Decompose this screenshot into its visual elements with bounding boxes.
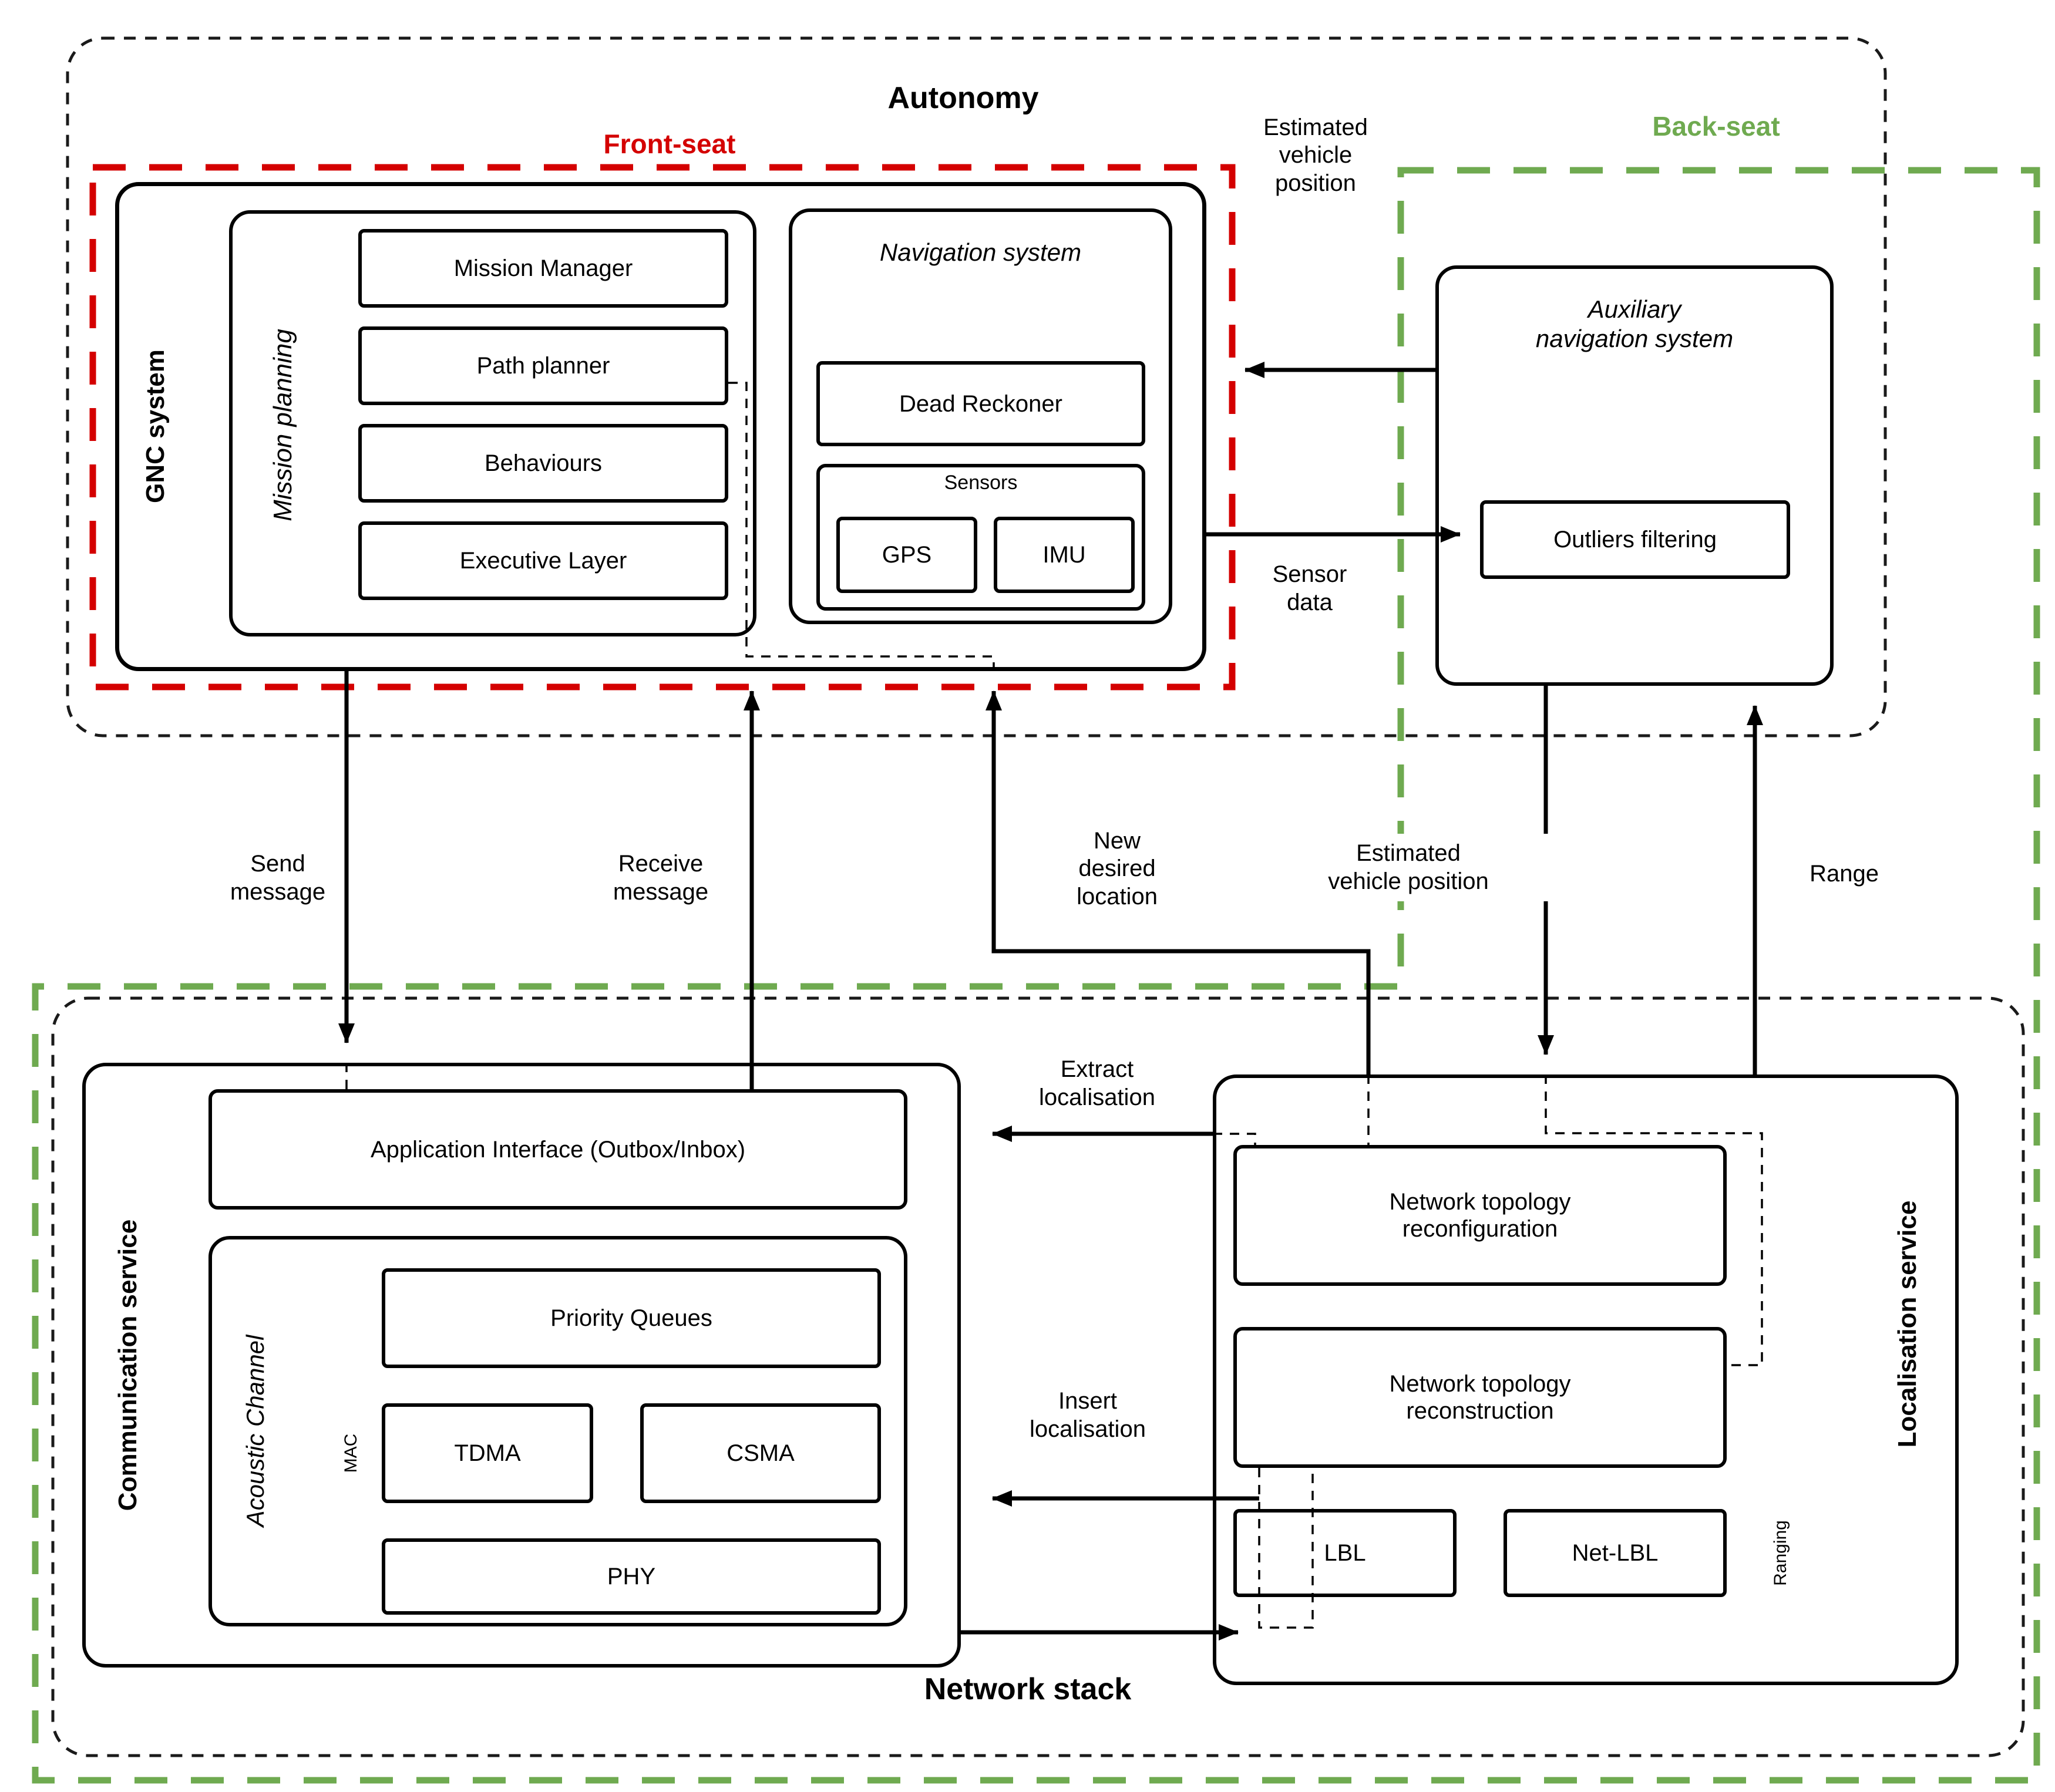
localisation-service-label: Localisation service [1893,1200,1922,1448]
csma-box: CSMA [640,1403,881,1503]
tdma-label: TDMA [454,1440,521,1466]
sensors-label: Sensors [944,471,1018,494]
gnc-system-label: GNC system [141,349,170,503]
ranging-label: Ranging [1771,1520,1791,1586]
dead-reckoner-box: Dead Reckoner [816,361,1145,446]
gps-label: GPS [882,542,932,568]
mission-manager-box: Mission Manager [358,229,728,308]
executive-layer-label: Executive Layer [459,548,627,574]
outliers-filtering-box: Outliers filtering [1480,500,1790,579]
path-planner-box: Path planner [358,326,728,405]
phy-label: PHY [607,1564,656,1589]
priority-queues-label: Priority Queues [550,1305,712,1331]
lbl-box: LBL [1233,1509,1457,1597]
outliers-filtering-label: Outliers filtering [1553,527,1717,553]
behaviours-label: Behaviours [484,450,603,476]
application-interface-box: Application Interface (Outbox/Inbox) [208,1089,907,1210]
phy-box: PHY [382,1538,881,1615]
net-lbl-box: Net-LBL [1504,1509,1727,1597]
imu-label: IMU [1042,542,1086,568]
network-topology-reconfiguration-label: Network topology reconfiguration [1389,1189,1571,1242]
mac-label: MAC [341,1433,361,1473]
navigation-system-title: Navigation system [879,238,1082,267]
priority-queues-box: Priority Queues [382,1268,881,1368]
network-topology-reconfiguration-box: Network topology reconfiguration [1233,1145,1727,1286]
network-topology-reconstruction-label: Network topology reconstruction [1389,1371,1571,1424]
csma-label: CSMA [727,1440,795,1466]
mission-planning-label: Mission planning [268,329,298,521]
path-planner-label: Path planner [476,353,610,379]
tdma-box: TDMA [382,1403,593,1503]
behaviours-box: Behaviours [358,424,728,503]
dead-reckoner-label: Dead Reckoner [899,390,1062,417]
imu-box: IMU [994,517,1135,593]
lbl-label: LBL [1324,1540,1366,1566]
net-lbl-label: Net-LBL [1572,1540,1659,1566]
acoustic-channel-label: Acoustic Channel [241,1335,270,1527]
executive-layer-box: Executive Layer [358,521,728,600]
application-interface-label: Application Interface (Outbox/Inbox) [370,1136,746,1163]
mission-manager-label: Mission Manager [453,255,633,281]
gps-box: GPS [836,517,977,593]
auxiliary-navigation-title: Auxiliary navigation system [1535,295,1734,352]
communication-service-label: Communication service [113,1219,143,1511]
network-topology-reconstruction-box: Network topology reconstruction [1233,1327,1727,1468]
